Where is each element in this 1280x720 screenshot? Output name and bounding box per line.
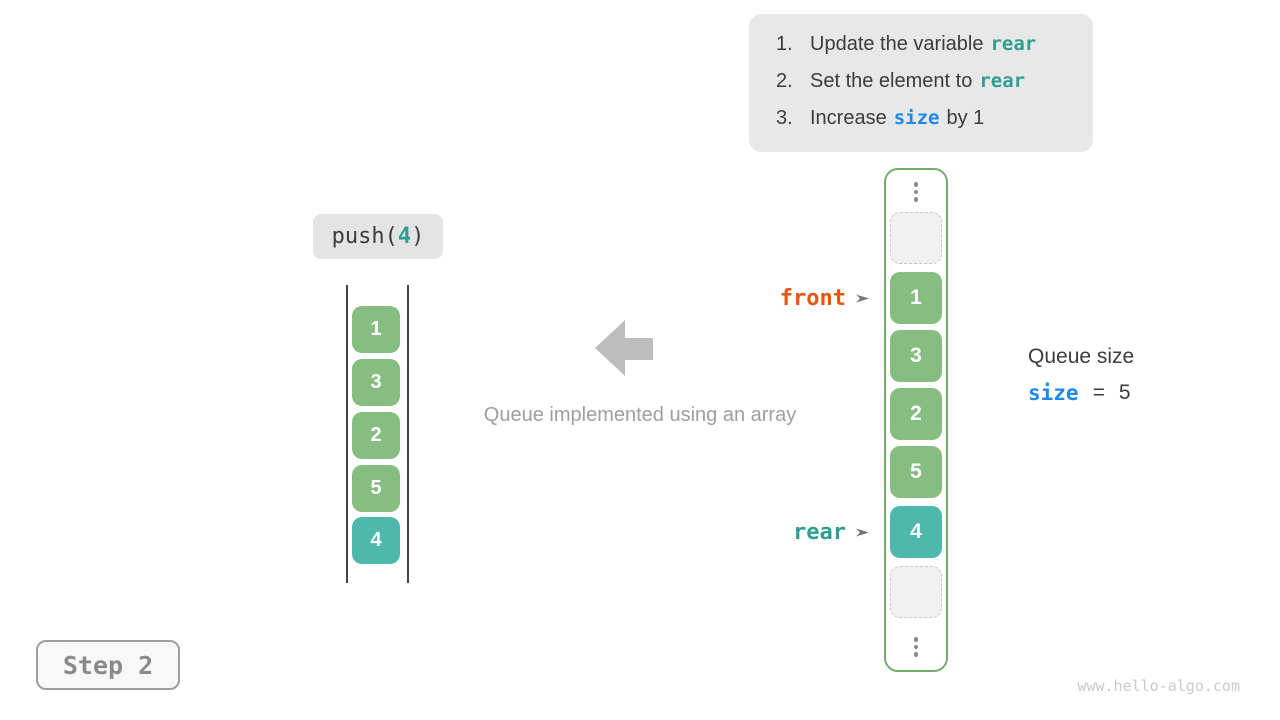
- size-variable: size: [1028, 381, 1079, 405]
- step-badge: Step 2: [36, 640, 180, 690]
- equals-sign: =: [1092, 381, 1105, 404]
- queue-cell-5-new: 4: [352, 517, 400, 564]
- left-arrow-icon: [595, 320, 653, 376]
- array-cell-empty-top: [890, 212, 942, 264]
- push-suffix: ): [411, 224, 425, 249]
- array-cell-rear: 4: [890, 506, 942, 558]
- array-cell: 5: [890, 446, 942, 498]
- steps-hint-box: 1. Update the variable rear 2. Set the el…: [749, 14, 1093, 152]
- rear-pointer-text: rear: [793, 519, 846, 545]
- push-arg: 4: [397, 224, 412, 249]
- rear-pointer-label: rear: [680, 519, 870, 545]
- size-value: 5: [1118, 381, 1131, 404]
- queue-wall-right: [407, 285, 409, 583]
- hint-step-2-number: 2.: [776, 70, 793, 92]
- hint-step-1-plain: Update the variable: [810, 33, 984, 55]
- watermark: www.hello-algo.com: [1077, 677, 1240, 695]
- array-cell-empty-bottom: [890, 566, 942, 618]
- hint-step-2-text: Set the element to rear: [810, 68, 1025, 94]
- code-token-rear-1: rear: [990, 33, 1037, 55]
- array-cell: 2: [890, 388, 942, 440]
- code-token-size: size: [893, 107, 940, 129]
- ellipsis-bottom-icon: [890, 637, 942, 657]
- hint-step-2: 2. Set the element to rear: [776, 68, 1093, 94]
- queue-wall-left: [346, 285, 348, 583]
- hint-step-1-text: Update the variable rear: [810, 31, 1036, 57]
- hint-step-2-plain: Set the element to: [810, 70, 973, 92]
- pointer-arrowhead-icon: [855, 292, 870, 305]
- front-pointer-label: front: [680, 285, 870, 311]
- push-prefix: push(: [331, 224, 398, 249]
- hint-step-3-number: 3.: [776, 107, 793, 129]
- code-token-rear-2: rear: [979, 70, 1026, 92]
- diagram-caption: Queue implemented using an array: [483, 404, 797, 426]
- queue-cell-1: 1: [352, 306, 400, 353]
- queue-size-expression: size = 5: [1028, 381, 1131, 405]
- hint-step-3-plain-after: by 1: [946, 107, 985, 129]
- hint-step-1-number: 1.: [776, 33, 793, 55]
- array-cell-front: 1: [890, 272, 942, 324]
- queue-cell-2: 3: [352, 359, 400, 406]
- queue-cell-4: 5: [352, 465, 400, 512]
- hint-step-3-plain: Increase: [810, 107, 887, 129]
- hint-step-3-text: Increase size by 1: [810, 105, 984, 131]
- queue-cell-3: 2: [352, 412, 400, 459]
- queue-size-title: Queue size: [1028, 345, 1135, 368]
- hint-step-1: 1. Update the variable rear: [776, 31, 1093, 57]
- hint-step-3: 3. Increase size by 1: [776, 105, 1093, 131]
- pointer-arrowhead-icon: [855, 526, 870, 539]
- push-operation-label: push(4): [313, 214, 443, 259]
- array-cell: 3: [890, 330, 942, 382]
- ellipsis-top-icon: [890, 182, 942, 202]
- front-pointer-text: front: [779, 285, 846, 311]
